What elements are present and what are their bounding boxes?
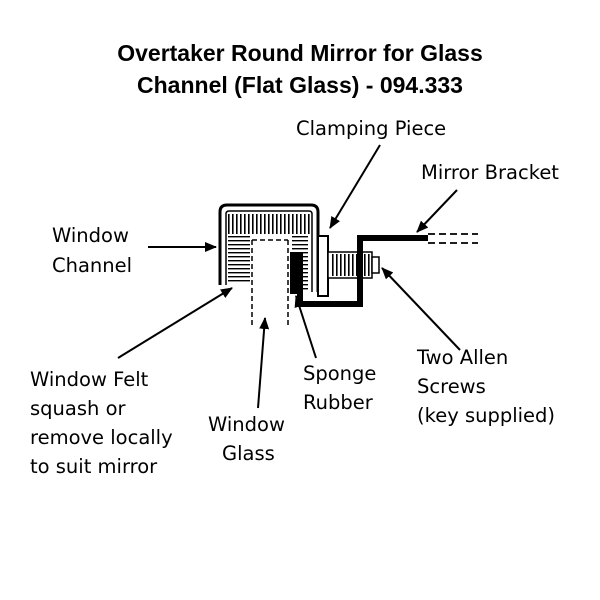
window-channel-label-line-2: Channel [52, 254, 133, 277]
allen-screws-label-line-1: Two Allen [417, 346, 509, 369]
sponge-rubber-label-line-2: Rubber [303, 391, 373, 414]
clamping-piece-label: Clamping Piece [296, 117, 447, 140]
window-glass [251, 235, 289, 325]
clamping-piece [317, 235, 329, 297]
window-felt-label-line-4: to suit mirror [30, 455, 158, 478]
window-felt-label-line-1: Window Felt [30, 368, 149, 391]
mirror-bracket-label: Mirror Bracket [421, 161, 559, 184]
window-felt-leader [117, 287, 233, 359]
window-channel [218, 203, 320, 292]
window-glass-label-line-1: Window [208, 413, 285, 436]
window-felt-label-line-2: squash or [30, 397, 126, 420]
sponge-rubber-leader [294, 295, 317, 359]
window-glass-label-line-2: Glass [222, 442, 275, 465]
diagram-title-line-1: Overtaker Round Mirror for Glass [117, 40, 483, 66]
allen-screws-label-line-3: (key supplied) [417, 404, 556, 427]
allen-screws [327, 251, 380, 279]
sponge-rubber-label-line-1: Sponge [303, 362, 377, 385]
mirror-bracket [297, 233, 478, 307]
allen-screws-label-line-2: Screws [417, 375, 486, 398]
mirror-bracket-leader [416, 189, 458, 233]
sponge-rubber [290, 252, 298, 294]
window-glass-leader [257, 317, 270, 409]
window-channel-label-line-1: Window [52, 224, 129, 247]
window-felt-label-line-3: remove locally [30, 426, 173, 449]
allen-screws-leader [381, 267, 461, 351]
diagram-title-line-2: Channel (Flat Glass) - 094.333 [137, 72, 463, 98]
clamping-piece-leader [329, 144, 381, 229]
